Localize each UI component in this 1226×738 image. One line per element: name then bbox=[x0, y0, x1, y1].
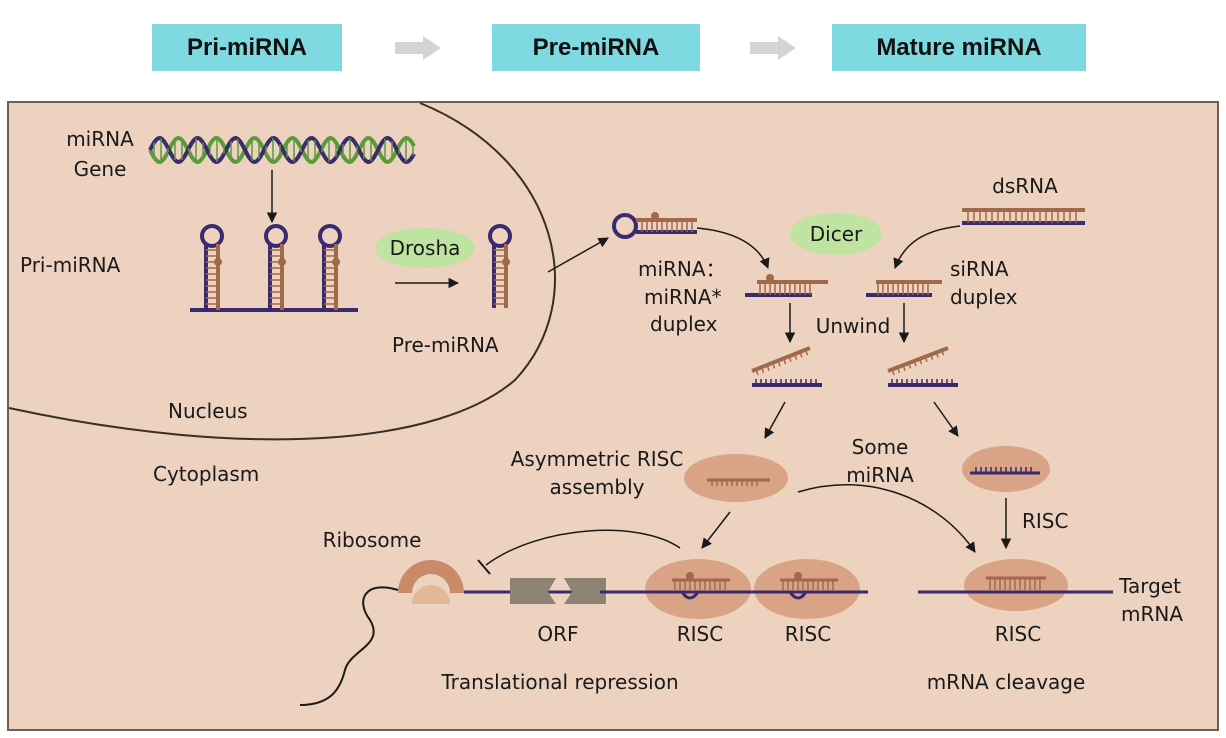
risc-oval-1 bbox=[645, 559, 751, 619]
diagram-panel bbox=[7, 101, 1219, 731]
arrow-export bbox=[547, 237, 609, 273]
ribosome-icon bbox=[398, 560, 464, 604]
label-translational-repression: Translational repression bbox=[440, 670, 678, 694]
risc-bound-mirna-icons bbox=[672, 572, 838, 600]
stage-pre-mirna: Pre-miRNA bbox=[492, 24, 700, 71]
mrna-tail bbox=[299, 586, 399, 706]
repression-bar bbox=[477, 559, 491, 575]
label-risc-3: RISC bbox=[995, 622, 1041, 646]
label-drosha: Drosha bbox=[390, 236, 461, 260]
label-risc-2: RISC bbox=[785, 622, 831, 646]
label-duplex-3: duplex bbox=[650, 312, 718, 336]
stage-arrow-2 bbox=[750, 36, 796, 60]
pre-mirna-icon bbox=[488, 224, 512, 308]
pre-hairpin bbox=[488, 224, 512, 308]
risc-oval-2 bbox=[754, 559, 860, 619]
label-duplex-2: miRNA* bbox=[644, 285, 722, 309]
label-duplex-1: miRNA： bbox=[638, 257, 726, 281]
label-target-1: Target bbox=[1118, 574, 1181, 598]
orf-icon bbox=[510, 578, 606, 604]
stage-mature-mirna: Mature miRNA bbox=[832, 24, 1086, 71]
arrow-dicer-mirna bbox=[696, 227, 770, 269]
cleavage-mirna-icon bbox=[986, 576, 1046, 590]
sirna-duplex-icon bbox=[866, 280, 942, 297]
label-sirna-1: siRNA bbox=[950, 257, 1009, 281]
nucleus-membrane bbox=[8, 102, 556, 441]
label-mirna-gene-2: Gene bbox=[74, 157, 127, 181]
arrow-to-asym-risc bbox=[764, 401, 786, 439]
sirna-risc-strand-icon bbox=[970, 467, 1040, 475]
pri-mirna-icon bbox=[190, 224, 358, 312]
asym-risc-strand-icon bbox=[707, 478, 770, 486]
label-dicer: Dicer bbox=[810, 222, 863, 246]
bound-mirna-1 bbox=[672, 572, 730, 600]
stage-arrow-1 bbox=[395, 36, 441, 60]
label-some-2: miRNA bbox=[846, 463, 914, 487]
cytoplasm-pre-mirna-icon bbox=[612, 212, 697, 239]
dna-helix-icon bbox=[148, 135, 416, 165]
bound-mirna-2 bbox=[780, 572, 838, 600]
label-unwind: Unwind bbox=[816, 314, 891, 338]
label-ribosome: Ribosome bbox=[323, 528, 422, 552]
label-sirna-2: duplex bbox=[950, 285, 1018, 309]
hairpin-3 bbox=[318, 224, 342, 310]
mirna-duplex-icon bbox=[745, 274, 828, 297]
label-pri-mirna: Pri-miRNA bbox=[20, 253, 121, 277]
unwound-sirna-icon bbox=[887, 346, 958, 387]
label-risc-1: RISC bbox=[677, 622, 723, 646]
label-pre-mirna: Pre-miRNA bbox=[392, 333, 499, 357]
label-mrna-cleavage: mRNA cleavage bbox=[927, 670, 1086, 694]
unwound-mirna-icon bbox=[751, 346, 822, 387]
label-some-1: Some bbox=[852, 435, 909, 459]
dicer-oval bbox=[790, 213, 882, 255]
label-target-2: mRNA bbox=[1121, 602, 1183, 626]
label-mirna-gene-1: miRNA bbox=[66, 127, 134, 151]
label-asym-2: assembly bbox=[550, 475, 645, 499]
arrow-to-translational bbox=[701, 511, 731, 549]
label-asym-1: Asymmetric RISC bbox=[511, 447, 684, 471]
label-orf: ORF bbox=[537, 622, 578, 646]
asym-risc-oval bbox=[684, 454, 788, 502]
hairpin-1 bbox=[200, 224, 224, 310]
arrow-to-sirna-risc bbox=[933, 401, 959, 437]
label-cytoplasm: Cytoplasm bbox=[153, 462, 259, 486]
risc-oval-3 bbox=[964, 559, 1068, 611]
arrow-dicer-sirna bbox=[893, 225, 961, 269]
repression-line bbox=[485, 529, 681, 566]
stage-pri-mirna: Pri-miRNA bbox=[152, 24, 342, 71]
stage-bar: Pri-miRNA Pre-miRNA Mature miRNA bbox=[0, 0, 1226, 80]
label-nucleus: Nucleus bbox=[168, 399, 248, 423]
label-dsrna: dsRNA bbox=[992, 174, 1058, 198]
dsrna-icon bbox=[962, 208, 1085, 225]
hairpin-2 bbox=[264, 224, 288, 310]
drosha-oval bbox=[375, 228, 475, 268]
label-risc-arrow: RISC bbox=[1022, 509, 1068, 533]
arrow-to-cleavage bbox=[797, 484, 976, 553]
